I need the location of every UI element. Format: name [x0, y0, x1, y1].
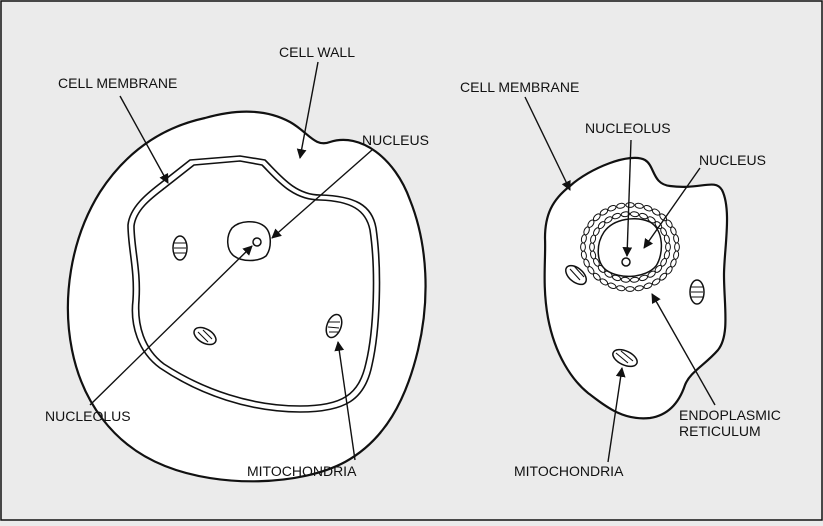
er-vesicle: [630, 277, 639, 283]
plant-cell-nucleus: [228, 222, 271, 261]
label-plant-cell-membrane: CELL MEMBRANE: [58, 75, 177, 91]
plant-mitochondrion-1: [173, 236, 187, 260]
label-animal-reticulum: RETICULUM: [679, 423, 761, 439]
label-plant-nucleus: NUCLEUS: [362, 132, 429, 148]
er-vesicle: [675, 243, 680, 251]
animal-cell-nucleolus: [622, 258, 630, 266]
animal-cell-nucleus: [598, 219, 661, 277]
label-animal-cell-membrane: CELL MEMBRANE: [460, 79, 579, 95]
label-plant-cell-wall: CELL WALL: [279, 44, 355, 60]
label-plant-nucleolus: NUCLEOLUS: [45, 408, 131, 424]
animal-mitochondrion-2: [690, 280, 704, 304]
label-animal-nucleolus: NUCLEOLUS: [585, 120, 671, 136]
label-plant-mitochondria: MITOCHONDRIA: [247, 463, 357, 479]
plant-cell-wall: [68, 112, 426, 482]
er-vesicle: [666, 243, 671, 251]
er-vesicle: [630, 211, 639, 217]
label-animal-endoplasmic: ENDOPLASMIC: [679, 407, 781, 423]
plant-cell-nucleolus: [253, 238, 261, 246]
label-animal-nucleus: NUCLEUS: [699, 152, 766, 168]
er-vesicle: [621, 277, 630, 283]
er-vesicle: [590, 243, 595, 251]
er-vesicle: [626, 203, 634, 208]
er-vesicle: [626, 287, 634, 292]
er-vesicle: [581, 243, 586, 251]
label-animal-mitochondria: MITOCHONDRIA: [514, 463, 624, 479]
